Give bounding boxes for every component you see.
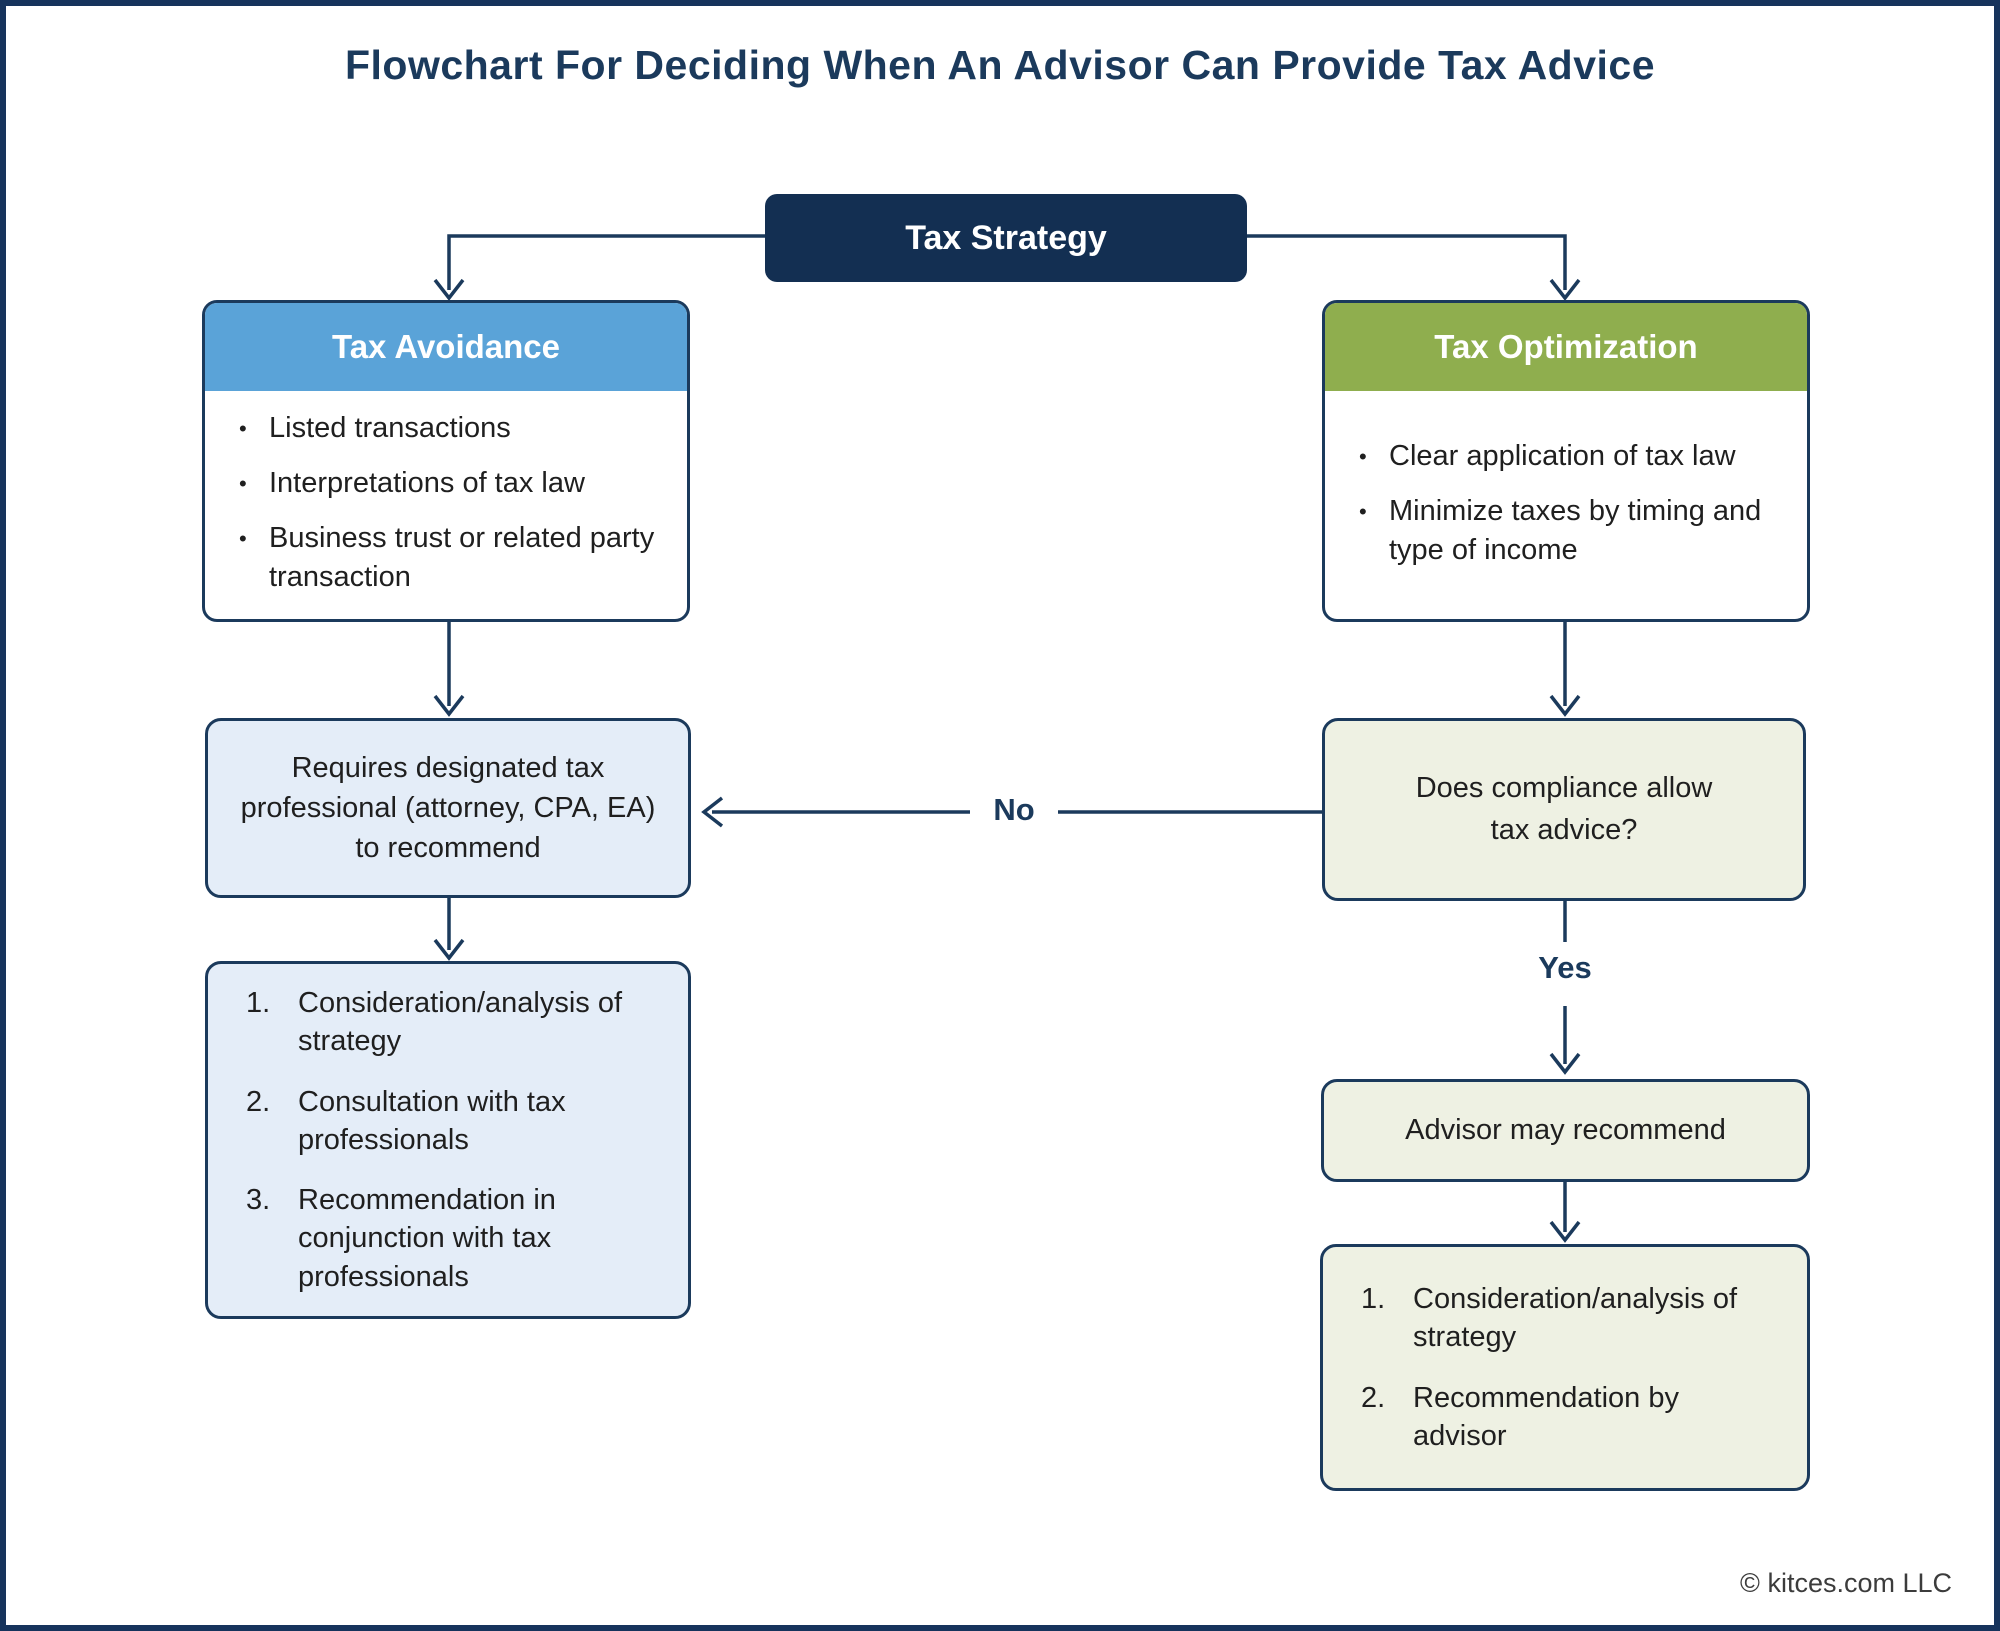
node-right-steps: 1. Consideration/analysis of strategy 2.… <box>1320 1244 1810 1491</box>
list-item-number: 2. <box>246 1085 271 1118</box>
list-item: 1. Consideration/analysis of strategy <box>246 984 668 1061</box>
tax-avoidance-header: Tax Avoidance <box>205 303 687 391</box>
tax-optimization-title: Tax Optimization <box>1434 328 1698 365</box>
list-item-number: 3. <box>246 1184 271 1217</box>
list-item: • Listed transactions <box>239 409 669 448</box>
compliance-question-text: Does compliance allow tax advice? <box>1415 772 1713 846</box>
list-item-text: Recommendation by advisor <box>1413 1381 1679 1452</box>
connector-advisor-to-right-steps <box>1549 1182 1581 1243</box>
tax-avoidance-title: Tax Avoidance <box>331 328 561 365</box>
connector-strategy-to-optimization <box>1247 234 1581 301</box>
bullet-icon: • <box>239 416 247 442</box>
list-item-text: Consultation with tax professionals <box>298 1085 566 1156</box>
list-item: • Business trust or related party transa… <box>239 519 669 597</box>
arrowhead-down-icon <box>1549 1052 1581 1075</box>
tax-strategy-label: Tax Strategy <box>905 218 1107 257</box>
arrowhead-down-icon <box>433 278 465 301</box>
arrowhead-down-icon <box>1549 278 1581 301</box>
tax-optimization-body: • Clear application of tax law • Minimiz… <box>1325 391 1807 619</box>
list-item-number: 1. <box>1361 1282 1386 1315</box>
list-item-text: Recommendation in conjunction with tax p… <box>298 1184 556 1293</box>
connector-requires-to-left-steps <box>433 898 465 961</box>
bullet-icon: • <box>1359 443 1367 469</box>
edge-label-no: No <box>993 792 1035 827</box>
node-advisor-may-recommend: Advisor may recommend <box>1321 1079 1810 1182</box>
node-requires-professional: Requires designated tax professional (at… <box>205 718 691 898</box>
connector-avoidance-to-requires <box>433 622 465 717</box>
arrowhead-down-icon <box>1549 694 1581 717</box>
list-item: 2. Consultation with tax professionals <box>246 1083 668 1160</box>
arrowhead-left-icon <box>701 796 724 828</box>
edge-label-yes: Yes <box>1538 950 1592 985</box>
list-item: 3. Recommendation in conjunction with ta… <box>246 1181 668 1296</box>
node-tax-avoidance: Tax Avoidance • Listed transactions • In… <box>202 300 690 622</box>
tax-optimization-header: Tax Optimization <box>1325 303 1807 391</box>
list-item-text: Listed transactions <box>269 412 511 445</box>
list-item: • Clear application of tax law <box>1359 437 1789 476</box>
list-item-text: Business trust or related party transact… <box>269 522 655 593</box>
connector-strategy-to-avoidance <box>433 234 765 301</box>
connector-optimization-to-question <box>1549 622 1581 717</box>
arrowhead-down-icon <box>1549 1220 1581 1243</box>
node-left-steps: 1. Consideration/analysis of strategy 2.… <box>205 961 691 1319</box>
list-item: 2. Recommendation by advisor <box>1361 1379 1787 1456</box>
list-item: • Minimize taxes by timing and type of i… <box>1359 492 1789 570</box>
bullet-icon: • <box>239 471 247 497</box>
connector-question-yes-to-advisor <box>1549 901 1581 1075</box>
arrowhead-down-icon <box>433 938 465 961</box>
copyright-text: © kitces.com LLC <box>1740 1568 1952 1598</box>
node-compliance-question: Does compliance allow tax advice? <box>1322 718 1806 901</box>
requires-professional-text: Requires designated tax professional (at… <box>240 751 656 864</box>
list-item: 1. Consideration/analysis of strategy <box>1361 1280 1787 1357</box>
list-item-text: Clear application of tax law <box>1389 439 1736 472</box>
list-item-number: 1. <box>246 987 271 1020</box>
bullet-icon: • <box>239 526 247 552</box>
list-item-number: 2. <box>1361 1381 1386 1414</box>
node-tax-optimization: Tax Optimization • Clear application of … <box>1322 300 1810 622</box>
list-item-text: Consideration/analysis of strategy <box>1413 1282 1738 1354</box>
tax-avoidance-body: • Listed transactions • Interpretations … <box>205 391 687 619</box>
node-tax-strategy: Tax Strategy <box>765 194 1247 282</box>
bullet-icon: • <box>1359 498 1367 524</box>
list-item: • Interpretations of tax law <box>239 464 669 503</box>
advisor-may-recommend-text: Advisor may recommend <box>1405 1114 1726 1146</box>
list-item-text: Interpretations of tax law <box>269 467 585 500</box>
list-item-text: Consideration/analysis of strategy <box>298 987 623 1058</box>
page-title: Flowchart For Deciding When An Advisor C… <box>344 42 1656 88</box>
list-item-text: Minimize taxes by timing and type of inc… <box>1389 494 1762 566</box>
arrowhead-down-icon <box>433 694 465 717</box>
